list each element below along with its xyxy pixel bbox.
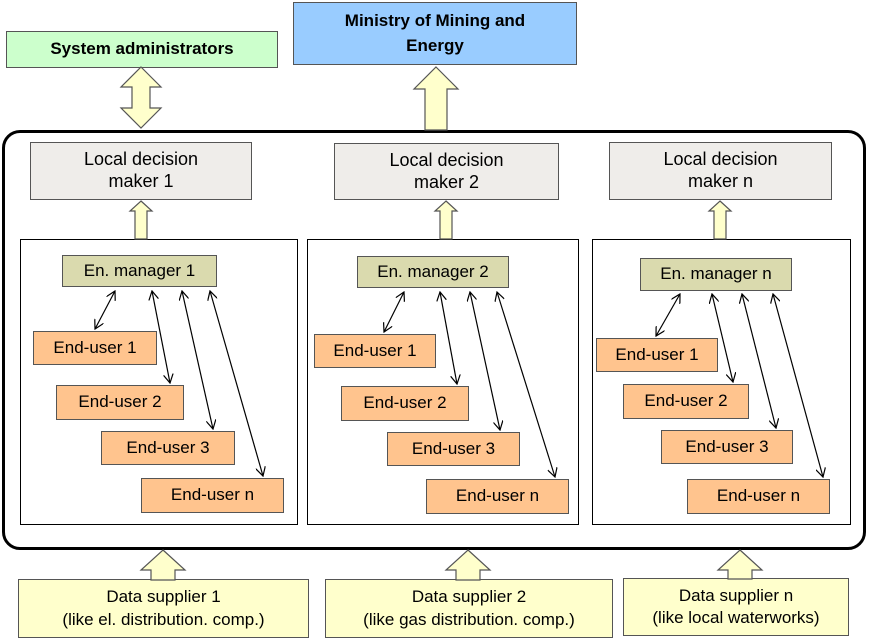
end-user-box: End-user 1 [33,331,157,365]
end-user-label: End-user 2 [78,392,162,412]
manager-n-end-user-2-link [712,294,733,382]
data-supplier-1-up-arrow [139,549,187,581]
end-user-label: End-user 3 [411,438,496,458]
system-administrators-box: System administrators [6,31,278,68]
ministry-box: Ministry of Mining and Energy [293,2,577,65]
energy-manager-1: En. manager 1 [62,255,217,287]
local-decision-maker-1: Local decision maker 1 [30,142,252,200]
manager-1-end-user-n-link [210,291,263,476]
end-user-box: End-user 2 [56,385,184,420]
local-decision-maker-2: Local decision maker 2 [334,143,559,200]
manager-2-end-user-1-link [384,292,404,332]
panel-n-up-arrow [707,200,733,240]
ministry-label: Ministry of Mining and Energy [344,10,526,55]
panel-1-up-arrow [128,200,154,240]
energy-manager-2-label: En. manager 2 [377,261,489,281]
end-user-label: End-user n [455,486,540,506]
energy-manager-n: En. manager n [640,258,792,291]
data-supplier-2-name: Data supplier 2 [411,587,527,607]
end-user-label: End-user n [716,486,801,506]
end-user-label: End-user n [170,485,255,505]
end-user-box: End-user 2 [341,386,469,421]
end-user-box: End-user n [687,479,830,514]
end-user-label: End-user 1 [333,340,417,360]
data-supplier-1-example: (like el. distribution. comp.) [62,609,265,629]
data-supplier-n-name: Data supplier n [678,585,794,605]
end-user-label: End-user 3 [685,436,769,456]
end-user-box: End-user 1 [596,338,718,372]
manager-n-end-user-3-link [742,294,776,428]
energy-manager-2: En. manager 2 [357,256,509,288]
manager-n-end-user-1-link [656,294,680,336]
manager-2-end-user-n-link [497,292,555,477]
local-decision-maker-n-label: Local decision maker n [663,149,778,191]
manager-1-end-user-3-link [182,291,213,429]
end-user-label: End-user 3 [126,437,210,457]
end-user-box: End-user n [426,479,569,514]
data-supplier-2-up-arrow [444,549,492,581]
end-user-label: End-user 2 [363,393,447,413]
local-decision-maker-1-label: Local decision maker 1 [83,149,199,191]
ministry-up-arrow [412,66,460,131]
panel-2-up-arrow [433,200,459,240]
local-decision-maker-n: Local decision maker n [609,142,832,200]
end-user-label: End-user 2 [644,391,728,411]
end-user-box: End-user n [141,478,284,513]
data-supplier-1-name: Data supplier 1 [106,587,221,607]
system-frame [2,130,866,550]
data-supplier-n-example: (like local waterworks) [652,608,820,627]
admins-double-arrow [119,66,163,129]
end-user-label: End-user 1 [615,344,699,364]
energy-manager-1-label: En. manager 1 [83,260,196,280]
manager-1-end-user-1-link [95,291,115,329]
manager-2-end-user-2-link [440,292,457,384]
system-administrators-label: System administrators [50,39,234,59]
data-supplier-n: Data supplier n (like local waterworks) [623,578,849,636]
data-supplier-2-example: (like gas distribution. comp.) [363,609,575,629]
end-user-box: End-user 1 [314,334,436,368]
data-supplier-2: Data supplier 2 (like gas distribution. … [325,579,613,638]
manager-n-end-user-n-link [773,294,823,477]
manager-2-end-user-3-link [470,292,500,430]
manager-1-end-user-2-link [152,291,170,383]
local-decision-maker-2-label: Local decision maker 2 [389,149,504,192]
data-supplier-n-up-arrow [716,549,764,580]
end-user-label: End-user 1 [53,337,137,357]
energy-manager-n-label: En. manager n [660,264,772,284]
data-supplier-1: Data supplier 1 (like el. distribution. … [18,579,309,638]
end-user-box: End-user 2 [623,384,749,419]
